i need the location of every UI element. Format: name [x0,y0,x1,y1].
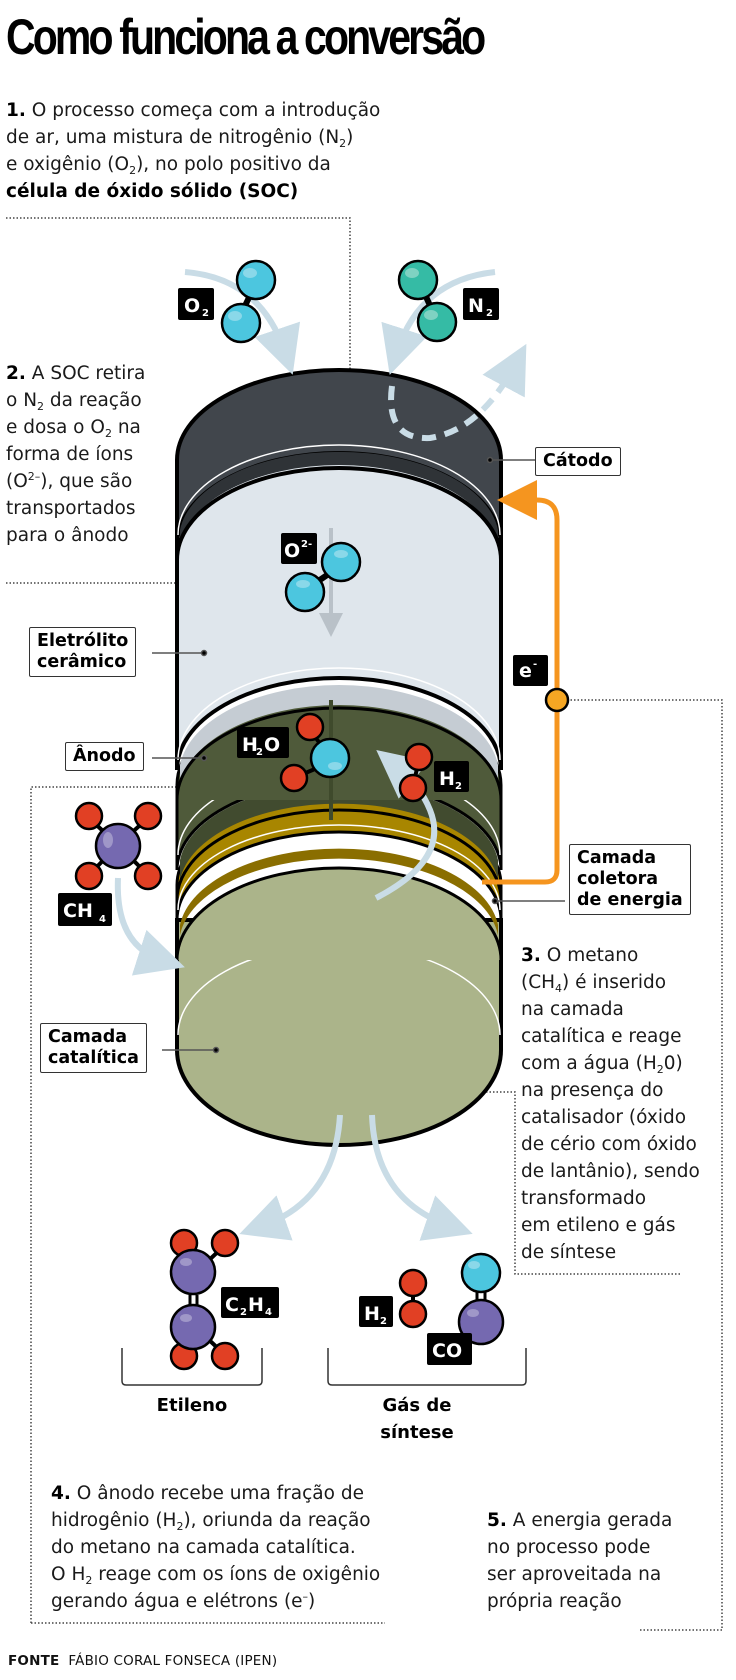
label-camada-coletora: Camada coletora de energia [569,844,691,915]
badge-electron: e - [513,655,548,686]
step-2-text: 2. A SOC retira o N2 da reação e dosa o … [6,363,146,546]
svg-text:H: H [248,1294,264,1316]
badge-co: CO [427,1333,472,1365]
molecule-h2o [279,712,351,793]
svg-text:2: 2 [240,1307,247,1318]
source-label: FONTE [8,1653,60,1669]
step-3-text: 3. O metano (CH4) é inserido na camada c… [521,945,700,1263]
layer-catodo [175,368,503,561]
badge-ch4: CH 4 [58,893,112,926]
svg-text:N: N [468,295,484,317]
electron-node [544,687,570,713]
arrow-ch4-in [114,877,185,976]
molecule-co [457,1252,505,1346]
svg-text:2: 2 [486,308,493,319]
source-credit: FONTE FÁBIO CORAL FONSECA (IPEN) [8,1653,277,1669]
label-anodo: Ânodo [65,742,144,771]
badge-c2h4: C 2 H 4 [221,1287,279,1318]
svg-text:2: 2 [455,781,462,792]
svg-text:H: H [364,1303,380,1325]
product-brackets [121,1348,527,1386]
svg-text:2: 2 [202,308,209,319]
badge-o2-ion: 2- O 2- [281,533,317,564]
svg-text:CO: CO [432,1340,462,1362]
flow-arrows [114,269,527,1241]
product-label-gas-sintese: Gás de síntese [380,1395,454,1443]
molecule-o2 [220,259,277,344]
badge-h2-anode: H 2 [434,761,469,792]
svg-text:H: H [439,768,455,790]
page-title: Como funciona a conversão [6,9,486,65]
svg-text:H: H [242,734,258,756]
layer-catalitica [175,918,503,1147]
molecule-c2h4 [169,1228,240,1371]
layer-coletora [175,795,503,961]
leader-step-5 [560,699,723,1631]
label-catodo: Cátodo [535,447,621,476]
svg-text:CH: CH [63,900,93,922]
badge-h2-syngas: H 2 [359,1296,393,1327]
label-camada-catalitica: Camada catalítica [40,1023,147,1073]
molecule-h2-syngas [398,1268,428,1329]
source-text: FÁBIO CORAL FONSECA (IPEN) [68,1653,278,1669]
arrow-ethylene-out [239,1114,343,1241]
svg-text:2: 2 [380,1316,387,1327]
product-label-etileno: Etileno [156,1395,228,1416]
step-4-text: 4. O ânodo recebe uma fração de hidrogên… [51,1483,381,1612]
step-5-text: 5. A energia gerada no processo pode ser… [487,1510,673,1612]
svg-text:2-: 2- [301,539,312,550]
svg-text:-: - [533,659,537,670]
leader-step-1 [6,217,351,395]
badge-n2: N 2 [463,288,499,320]
svg-text:e: e [519,660,532,682]
svg-text:C: C [225,1294,239,1316]
svg-text:O: O [284,540,300,562]
molecule-ch4 [74,801,163,891]
badge-h2o: H 2 O [237,727,289,758]
label-eletrolito: Eletrólito cerâmico [29,627,137,677]
arrow-n2-out [388,343,527,442]
molecule-h2-anode [398,742,434,803]
svg-text:2: 2 [256,747,263,758]
step-1-number: 1. [6,100,26,121]
molecule-o2-ion [284,541,362,613]
leader-step-3 [458,1091,680,1275]
step-1-text: 1. O processo começa com a introdução de… [6,100,381,202]
arrow-syngas-out [369,1114,473,1241]
bracket-gas-sintese [327,1348,527,1386]
svg-text:O: O [264,734,280,756]
svg-text:4: 4 [265,1307,272,1318]
molecule-n2 [397,259,458,343]
step-1-bold: célula de óxido sólido (SOC) [6,181,299,202]
bracket-etileno [121,1348,263,1386]
arrow-n2-in [381,269,496,375]
electron-circuit [482,480,570,885]
svg-text:4: 4 [99,914,106,925]
badge-o2: O 2 [178,288,214,320]
label-leaders [152,456,565,1054]
leader-step-4 [30,786,205,1623]
svg-text:O: O [184,295,200,317]
